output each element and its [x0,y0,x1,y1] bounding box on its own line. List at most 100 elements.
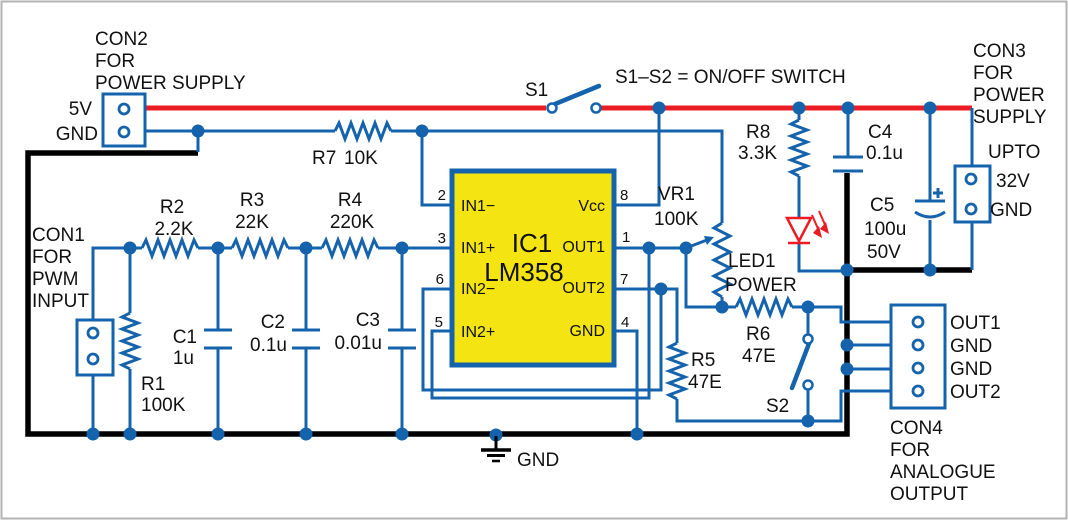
ic-pin-label-vcc: Vcc [578,198,605,215]
s1-label: S1 [525,80,548,101]
c1-value: 1u [173,348,194,369]
c4-value: 0.1u [866,143,903,164]
con4-title: CON4 [890,418,943,439]
resistor-r7-body [333,118,393,144]
r2-value: 2.2K [154,219,193,240]
c2-value: 0.1u [250,335,287,356]
connector-con4 [889,303,947,410]
ic-pin-label-in2p: IN2+ [461,324,495,341]
r1-ref: R1 [141,374,165,395]
capacitor-c4-body [833,108,863,173]
r4-value: 220K [330,212,375,233]
ic-pin-6: 6 [436,271,444,288]
con3-note: UPTO [988,142,1040,163]
c1-ref: C1 [173,327,197,348]
con2-title: CON2 [95,29,148,50]
r8-value: 3.3K [738,143,777,164]
r6-value: 47E [742,346,776,367]
ic-body [449,168,617,368]
con4-title-2: FOR [890,440,930,461]
con3-pin-32v: 32V [996,171,1030,192]
con2-title-2: FOR [95,51,135,72]
resistor-r2-body [140,235,200,261]
capacitor-c3-body [388,248,416,434]
r6-ref: R6 [746,324,770,345]
r5-ref: R5 [691,350,715,371]
c3-value: 0.01u [334,333,382,354]
signal-wires [91,108,974,434]
c4-ref: C4 [868,122,893,143]
ic-pin-3: 3 [438,230,446,247]
con3-title-2: FOR [973,63,1013,84]
ic-pin-7: 7 [620,271,628,288]
r3-ref: R3 [240,190,264,211]
r1-value: 100K [141,395,186,416]
plus-sign-icon [933,188,943,198]
capacitor-c2-body [292,248,320,434]
con4-pin-gnd2: GND [950,359,992,380]
vr1-wiper-arrow-icon [704,236,714,245]
con1-title-2: FOR [32,247,72,268]
con4-pin-out1: OUT1 [950,313,1001,334]
led1-symbol [784,210,829,245]
led1-caption: POWER [725,275,797,296]
con2-title-3: POWER SUPPLY [95,73,246,94]
con1-title: CON1 [32,225,85,246]
con1-title-3: PWM [32,269,78,290]
r5-value: 47E [688,372,722,393]
c5-rating: 50V [867,242,901,263]
con4-pin-out2: OUT2 [950,382,1001,403]
ic-lm358: IN1− IN1+ IN2− IN2+ Vcc OUT1 OUT2 GND IC… [435,168,630,368]
resistor-r3-body [230,235,290,261]
ic-pin-8: 8 [620,187,628,204]
con4-pin-gnd1: GND [950,336,992,357]
c5-ref: C5 [870,195,894,216]
resistor-r1-body [117,311,143,371]
ic-pin-label-out1: OUT1 [562,239,605,256]
resistor-r6-body [734,294,794,320]
junction-dots [86,101,937,442]
switch-s2 [789,333,814,391]
ground-label: GND [517,450,559,471]
con3-title-4: SUPPLY [973,107,1047,128]
r4-ref: R4 [338,190,363,211]
con4-title-3: ANALOGUE [890,462,996,483]
ic-pin-2: 2 [438,187,446,204]
connector-con2 [101,92,147,148]
potentiometer-vr1-body [710,221,734,299]
ic-pin-label-gnd: GND [569,323,605,340]
switch-note: S1–S2 = ON/OFF SWITCH [615,67,846,88]
ic-ref: IC1 [512,228,552,258]
con2-pin-gnd: GND [56,124,98,145]
ic-pin-label-in2m: IN2− [461,281,495,298]
ic-pin-4: 4 [621,314,629,331]
ic-part-number: LM358 [484,257,564,287]
con1-title-4: INPUT [32,291,89,312]
con4-title-4: OUTPUT [890,484,969,505]
capacitor-c5-body [914,108,946,270]
r2-ref: R2 [160,197,184,218]
vr1-ref: VR1 [658,184,695,205]
c3-ref: C3 [356,310,380,331]
connector-con1 [75,318,115,377]
ic-pin-label-in1p: IN1+ [461,240,495,257]
vr1-value: 100K [654,209,699,230]
c5-value: 100u [864,219,906,240]
switch-s1 [546,83,602,114]
r7-ref: R7 [312,148,336,169]
con3-title: CON3 [973,41,1026,62]
con3-pin-gnd: GND [990,200,1032,221]
earth-ground-icon [481,436,511,463]
s2-label: S2 [766,396,789,417]
resistor-r4-body [320,235,380,261]
ic-pin-5: 5 [435,314,443,331]
r8-ref: R8 [746,122,770,143]
labels: CON2 FOR POWER SUPPLY 5V GND S1 S1–S2 = … [32,29,1047,505]
capacitor-c1-body [204,248,232,434]
c2-ref: C2 [261,312,285,333]
ic-pin-label-out2: OUT2 [562,280,605,297]
r7-value: 10K [344,148,378,169]
con3-title-3: POWER [973,85,1045,106]
